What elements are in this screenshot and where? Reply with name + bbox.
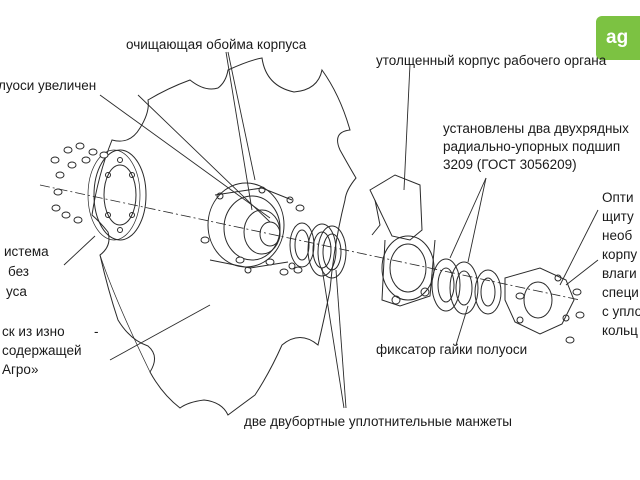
hub-housing [207, 182, 296, 274]
thick-housing [369, 174, 436, 307]
semi-axle-label: луоси увеличен [0, 78, 97, 93]
cleaning-hoop-label: очищающая обойма корпуса [126, 37, 307, 52]
system-label-line3: уса [6, 284, 27, 299]
hub-bolts [200, 204, 305, 276]
agro-logo[interactable]: ag [596, 16, 640, 60]
seals-label: две двубортные уплотнительные манжеты [244, 414, 512, 429]
option-label-line4: корпу [602, 247, 638, 262]
bearings-label-line3: 3209 (ГОСТ 3056209) [443, 157, 577, 172]
disk-label-line3: Агро» [2, 362, 39, 377]
system-label-line1: истема [4, 244, 49, 259]
option-label-line8: кольц [602, 323, 638, 338]
left-bolt-set [50, 142, 109, 224]
option-label-line2: щиту [602, 209, 634, 224]
thick-housing-label: утолщенный корпус рабочего органа [376, 53, 607, 68]
seal-rings [289, 222, 347, 279]
option-label-line3: необ [602, 228, 633, 243]
cap-bolts [515, 288, 585, 344]
disk-label-line2: содержащей [2, 343, 82, 358]
leader-lines [63, 51, 599, 409]
disc-edge-inner [99, 254, 151, 373]
nut-lock-label: фиксатор гайки полуоси [376, 342, 528, 357]
notched-disc [91, 57, 357, 416]
bearings-label-line2: радиально-упорных подшип [443, 139, 621, 154]
bearings [431, 258, 502, 315]
option-label-line7: с упло [602, 304, 640, 319]
disk-label-dash: - [94, 324, 99, 339]
option-label-line6: специ [602, 285, 639, 300]
cap-flange [504, 267, 575, 335]
option-label-line5: влаги [602, 266, 637, 281]
bearings-label-line1: установлены два двухрядных [443, 121, 629, 136]
disk-label-line1: ск из изно [2, 324, 65, 339]
center-axis-line [39, 184, 581, 301]
left-flange [87, 149, 147, 241]
option-label-line1: Опти [602, 190, 634, 205]
system-label-line2: без [8, 264, 29, 279]
